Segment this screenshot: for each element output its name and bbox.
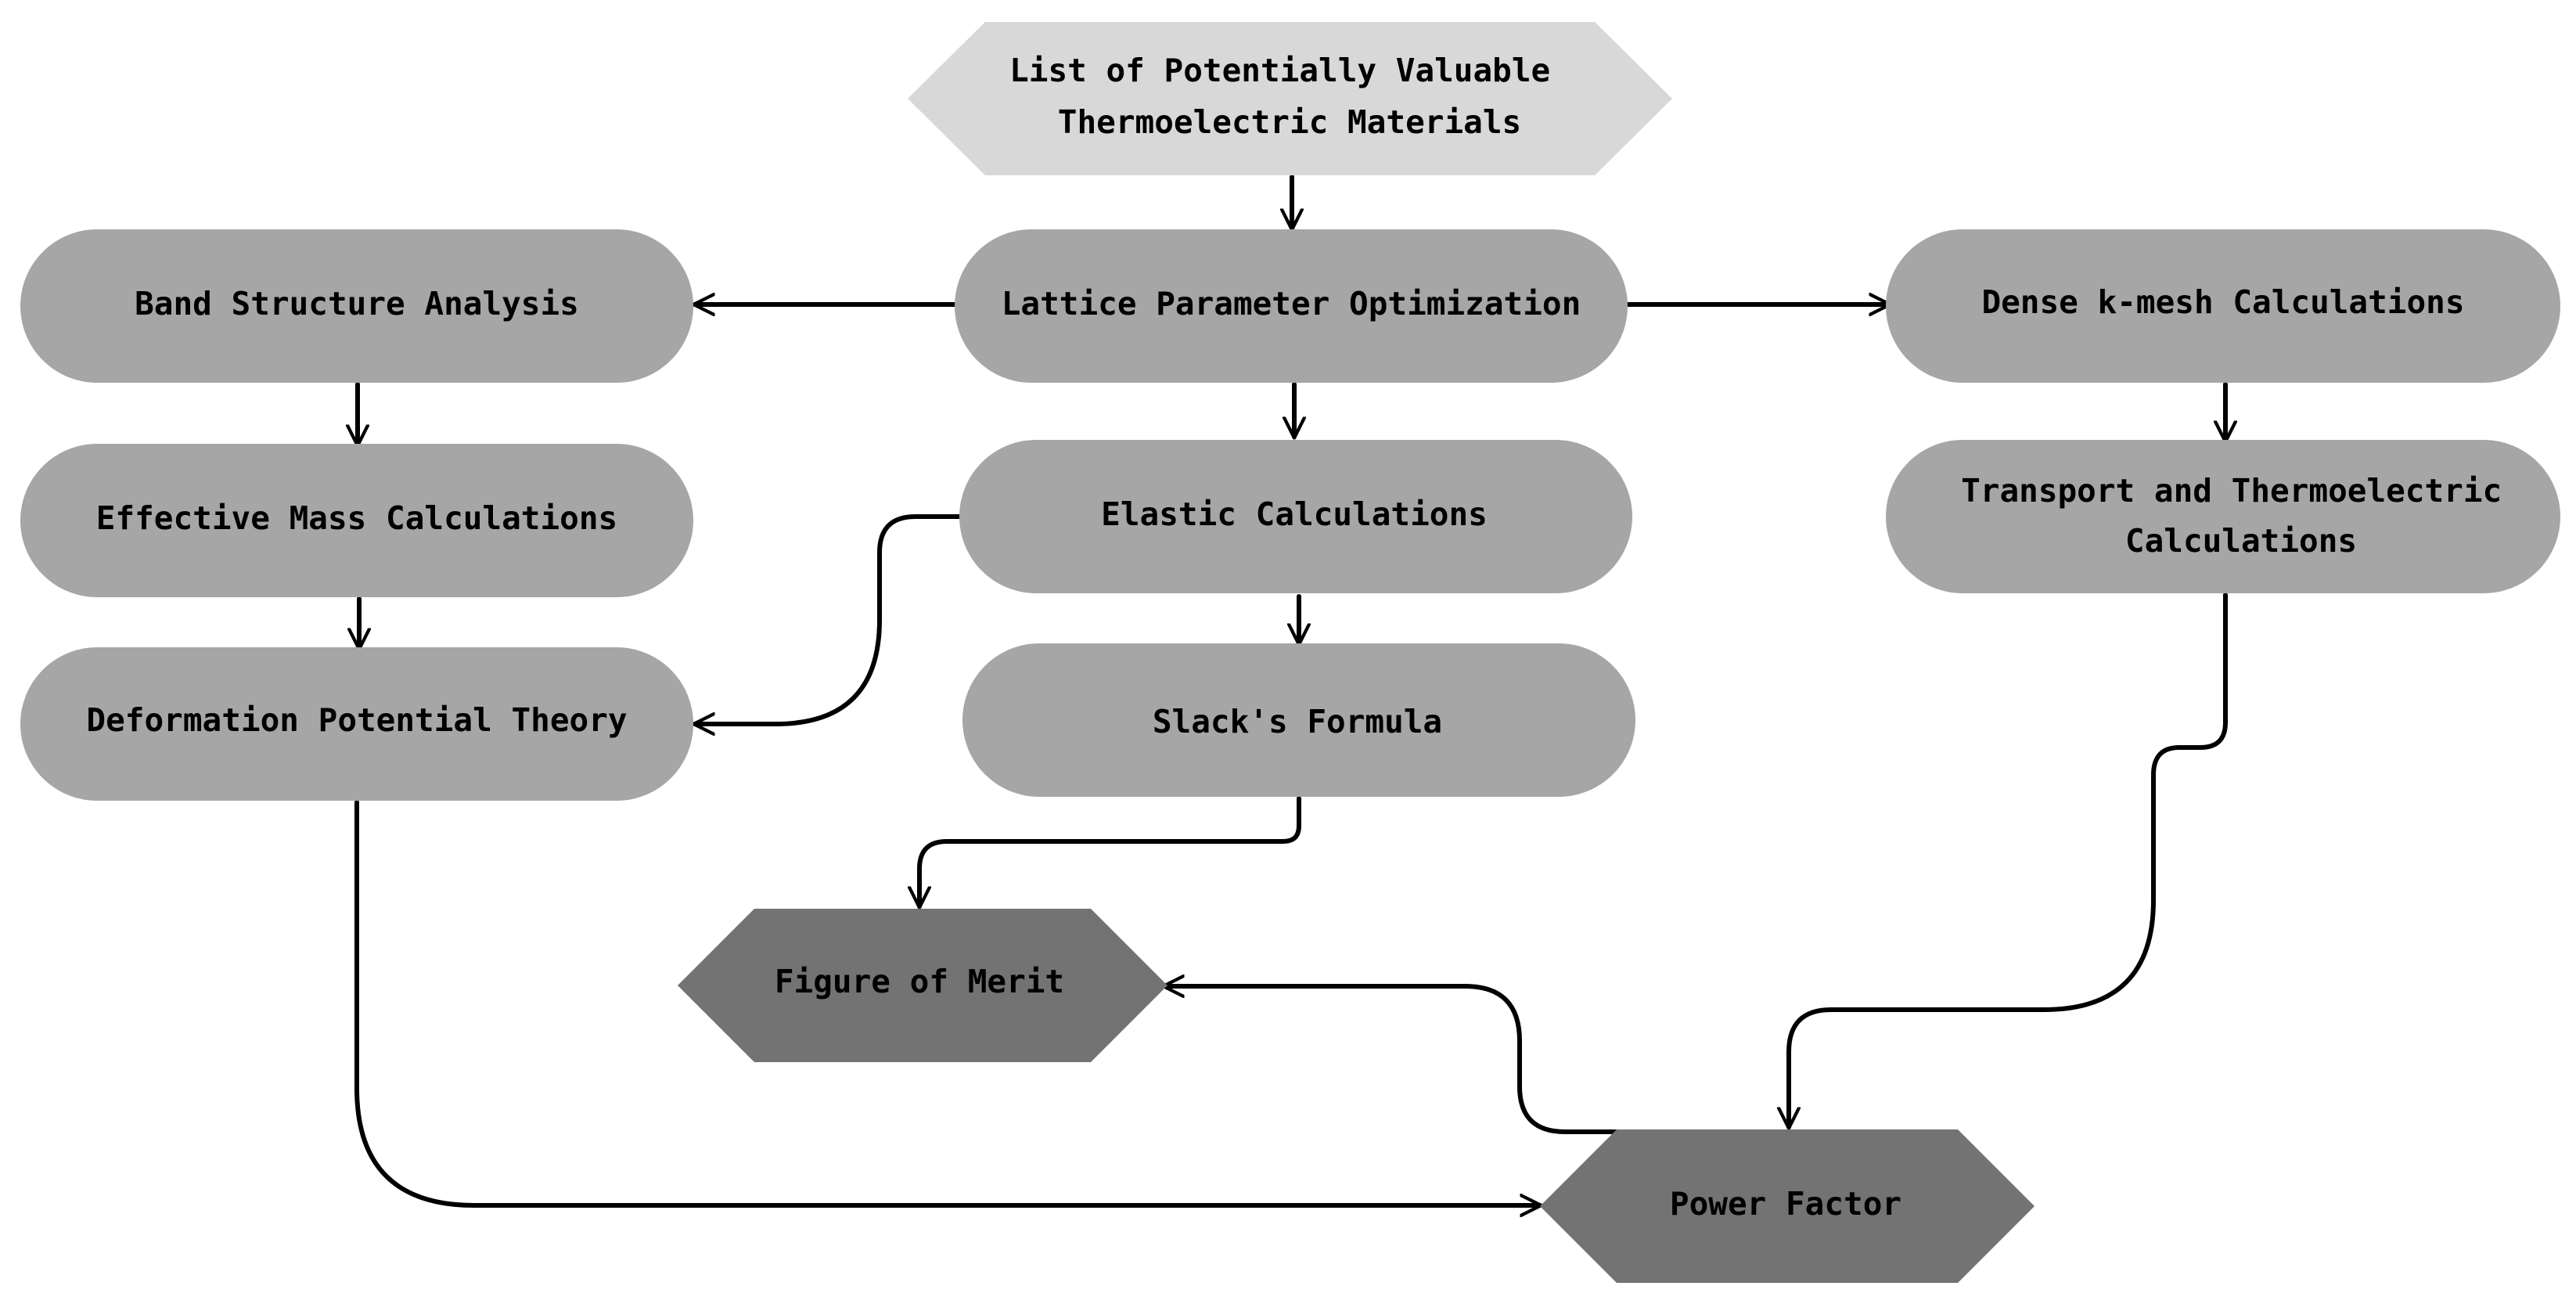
node-deformation-potential-theory: Deformation Potential Theory xyxy=(20,647,693,801)
node-list-of-materials-line-2: Thermoelectric Materials xyxy=(1058,103,1521,141)
node-band-structure-analysis-shape xyxy=(20,229,693,383)
node-list-of-materials-label: List of Potentially Valuable Thermoelect… xyxy=(1009,52,1570,141)
node-list-of-materials: List of Potentially Valuable Thermoelect… xyxy=(908,22,1672,175)
node-transport-thermoelectric-calculations-shape xyxy=(1886,440,2560,593)
node-power-factor-label: Power Factor xyxy=(1670,1185,1901,1223)
node-dense-kmesh-calculations-shape xyxy=(1886,229,2560,383)
node-transport-line-1: Transport and Thermoelectric xyxy=(1961,472,2502,510)
node-band-structure-analysis: Band Structure Analysis xyxy=(20,229,693,383)
node-dense-kmesh-calculations: Dense k-mesh Calculations xyxy=(1886,229,2560,383)
edge-transport-to-power-factor xyxy=(1789,593,2228,1127)
node-figure-of-merit-label: Figure of Merit xyxy=(775,963,1064,1000)
node-band-structure-analysis-label: Band Structure Analysis xyxy=(135,285,579,322)
node-power-factor: Power Factor xyxy=(1540,1129,2035,1283)
node-dense-kmesh-calculations-label: Dense k-mesh Calculations xyxy=(1981,283,2464,321)
node-effective-mass-calculations: Effective Mass Calculations xyxy=(20,444,693,597)
node-lattice-parameter-optimization-shape xyxy=(955,229,1628,383)
node-deformation-potential-theory-shape xyxy=(20,647,693,801)
node-effective-mass-calculations-label: Effective Mass Calculations xyxy=(96,499,617,537)
node-transport-thermoelectric-calculations-label: Transport and Thermoelectric Calculation… xyxy=(1961,472,2521,560)
edge-power-factor-to-figure-of-merit xyxy=(1164,986,1619,1134)
node-lattice-parameter-optimization: Lattice Parameter Optimization xyxy=(955,229,1628,383)
node-deformation-potential-theory-label: Deformation Potential Theory xyxy=(86,701,627,739)
node-lattice-parameter-optimization-label: Lattice Parameter Optimization xyxy=(1002,285,1581,322)
edge-slack-to-figure-of-merit xyxy=(919,796,1301,906)
edge-elastic-to-deformation xyxy=(695,514,962,724)
node-slacks-formula-label: Slack's Formula xyxy=(1153,703,1442,740)
connectors xyxy=(354,175,2228,1205)
node-elastic-calculations: Elastic Calculations xyxy=(959,440,1632,593)
node-power-factor-shape xyxy=(1540,1129,2035,1283)
node-elastic-calculations-shape xyxy=(959,440,1632,593)
node-transport-thermoelectric-calculations: Transport and Thermoelectric Calculation… xyxy=(1886,440,2560,593)
node-transport-line-2: Calculations xyxy=(2125,522,2357,560)
node-slacks-formula: Slack's Formula xyxy=(962,643,1635,797)
node-effective-mass-calculations-shape xyxy=(20,444,693,597)
node-slacks-formula-shape xyxy=(962,643,1635,797)
edge-deformation-to-power-factor xyxy=(354,800,1540,1205)
node-list-of-materials-shape xyxy=(908,22,1672,175)
node-elastic-calculations-label: Elastic Calculations xyxy=(1101,495,1488,533)
node-list-of-materials-line-1: List of Potentially Valuable xyxy=(1009,52,1550,89)
node-figure-of-merit: Figure of Merit xyxy=(678,909,1167,1062)
node-figure-of-merit-shape xyxy=(678,909,1167,1062)
